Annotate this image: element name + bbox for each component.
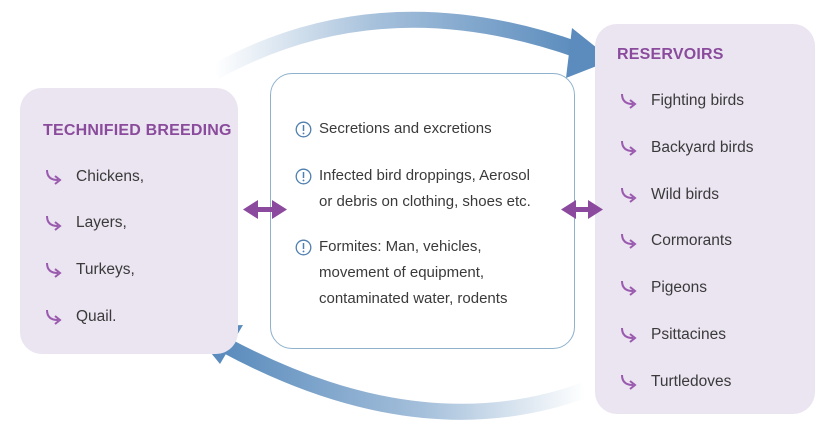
curved-arrow-icon (621, 187, 637, 203)
list-item: Wild birds (619, 186, 719, 204)
item-label: Wild birds (651, 186, 720, 203)
list-item: Infected bird droppings, Aerosol or debr… (295, 163, 531, 215)
curved-arrow-icon (621, 93, 637, 109)
curved-arrow-icon (621, 140, 637, 156)
curved-arrow-icon (46, 215, 62, 231)
curved-arrow-icon (46, 309, 62, 325)
list-item: Layers, (44, 214, 127, 232)
list-item: Secretions and excretions (295, 116, 492, 142)
right-double-arrow (561, 200, 603, 219)
curved-arrow-icon (46, 169, 62, 185)
left-double-arrow (243, 200, 287, 219)
route-text: Infected bird droppings, Aerosol or debr… (319, 167, 531, 210)
technified-breeding-panel: TECHNIFIED BREEDING Chickens, Layers, Tu… (20, 88, 238, 354)
item-label: Quail. (76, 308, 117, 325)
transmission-routes-box: Secretions and excretions Infected bird … (270, 73, 575, 349)
curved-arrow-icon (621, 280, 637, 296)
item-label: Chickens, (76, 168, 145, 185)
list-item: Psittacines (619, 326, 726, 344)
list-item: Cormorants (619, 232, 732, 250)
curved-arrow-icon (621, 374, 637, 390)
list-item: Turtledoves (619, 373, 731, 391)
curved-arrow-icon (46, 262, 62, 278)
list-item: Quail. (44, 308, 117, 326)
curved-arrow-icon (621, 327, 637, 343)
item-label: Psittacines (651, 326, 726, 343)
item-label: Pigeons (651, 279, 708, 296)
top-flow-arrow (211, 11, 612, 79)
list-item: Fighting birds (619, 92, 744, 110)
item-label: Turtledoves (651, 373, 732, 390)
item-label: Backyard birds (651, 139, 754, 156)
route-text: Formites: Man, vehicles, movement of equ… (319, 238, 508, 307)
item-label: Cormorants (651, 232, 732, 249)
list-item: Pigeons (619, 279, 707, 297)
list-item: Turkeys, (44, 261, 135, 279)
item-label: Layers, (76, 214, 127, 231)
exclamation-circle-icon (295, 168, 312, 185)
list-item: Formites: Man, vehicles, movement of equ… (295, 234, 507, 312)
list-item: Backyard birds (619, 139, 754, 157)
reservoirs-title: RESERVOIRS (617, 46, 724, 63)
curved-arrow-icon (621, 233, 637, 249)
list-item: Chickens, (44, 168, 144, 186)
item-label: Fighting birds (651, 92, 745, 109)
exclamation-circle-icon (295, 121, 312, 138)
technified-breeding-title: TECHNIFIED BREEDING (43, 122, 232, 139)
route-text: Secretions and excretions (319, 120, 492, 137)
exclamation-circle-icon (295, 239, 312, 256)
item-label: Turkeys, (76, 261, 135, 278)
reservoirs-panel: RESERVOIRS Fighting birds Backyard birds… (595, 24, 815, 414)
